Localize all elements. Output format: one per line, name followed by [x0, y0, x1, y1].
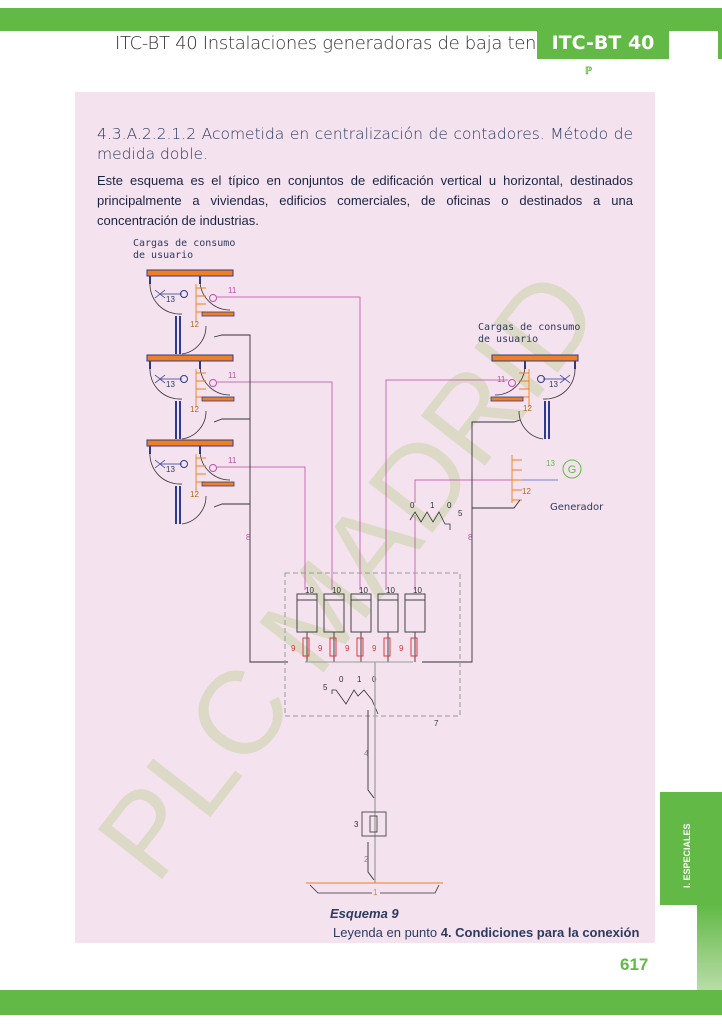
fuse [329, 637, 337, 657]
legend-prefix: Leyenda en punto [333, 925, 441, 940]
header-title: ITC-BT 40 Instalaciones generadoras de b… [115, 33, 572, 54]
side-tab-label: I. ESPECIALES [682, 823, 692, 888]
label-11: 11 [228, 286, 237, 295]
top-bar [0, 8, 722, 31]
section-side-tab: I. ESPECIALES [660, 792, 722, 905]
label-12: 12 [523, 404, 532, 413]
loads-right-label: Cargas de consumo [478, 322, 580, 333]
label-8-right: 8 [468, 533, 473, 542]
label-9: 9 [345, 644, 350, 653]
load-group-1 [146, 269, 235, 355]
meters: 10 9 10 9 10 9 10 9 10 9 [291, 586, 426, 662]
label-9: 9 [291, 644, 296, 653]
label-2: 2 [364, 855, 369, 864]
label-10: 10 [386, 586, 395, 595]
switch-label-0: 0 [410, 501, 415, 510]
generator-icon [562, 459, 582, 479]
legend-link: 4. Condiciones para la conexión [440, 925, 640, 940]
switch-label-0: 0 [447, 501, 452, 510]
label-11: 11 [228, 371, 237, 380]
logo: ℙ [585, 66, 593, 77]
label-12: 12 [190, 320, 199, 329]
label-11: 11 [228, 456, 237, 465]
label-10: 10 [332, 586, 341, 595]
label-13: 13 [549, 380, 558, 389]
chapter-tab: ITC-BT 40 [537, 30, 669, 59]
content-panel [75, 92, 655, 943]
generator-label: Generador [550, 502, 604, 513]
section-paragraph: Este esquema es el típico en conjuntos d… [97, 173, 633, 228]
label-13: 13 [166, 295, 175, 304]
switch-label-1: 1 [357, 675, 362, 684]
label-13: 13 [166, 380, 175, 389]
figure-legend: Leyenda en punto 4. Condiciones para la … [333, 925, 639, 940]
watermark: PLC MADRID [72, 248, 624, 903]
fuse [302, 637, 310, 657]
loads-left-label-2: de usuario [133, 250, 193, 261]
label-7: 7 [434, 719, 439, 728]
label-9: 9 [399, 644, 404, 653]
generator-symbol: G [568, 464, 577, 476]
side-gradient [697, 905, 722, 990]
label-12: 12 [190, 405, 199, 414]
label-13: 13 [166, 465, 175, 474]
label-9: 9 [372, 644, 377, 653]
cgp-box [361, 811, 387, 837]
label-12: 12 [190, 490, 199, 499]
label-1: 1 [373, 888, 378, 897]
load-group-3 [146, 439, 235, 525]
switch-label-0: 0 [339, 675, 344, 684]
loads-left-label: Cargas de consumo [133, 238, 235, 249]
loads-right-label-2: de usuario [478, 334, 538, 345]
section-heading: 4.3.A.2.2.1.2 Acometida en centralizació… [97, 125, 633, 163]
label-10: 10 [359, 586, 368, 595]
right-strip [718, 30, 722, 59]
label-12-gen: 12 [522, 487, 531, 496]
fuse [356, 637, 364, 657]
fuse [410, 637, 418, 657]
label-9: 9 [318, 644, 323, 653]
label-13-gen: 13 [546, 459, 555, 468]
bottom-bar [0, 990, 722, 1015]
label-10: 10 [413, 586, 422, 595]
label-10: 10 [305, 586, 314, 595]
fuse [383, 637, 391, 657]
label-3: 3 [354, 820, 359, 829]
label-4: 4 [364, 749, 369, 758]
label-5-main: 5 [323, 683, 328, 692]
switch-label-1: 1 [430, 501, 435, 510]
figure-caption: Esquema 9 [330, 906, 399, 921]
meter-centralization-box [284, 572, 461, 717]
page-number: 617 [620, 955, 649, 974]
load-group-2 [146, 354, 235, 440]
label-8-left: 8 [246, 533, 251, 542]
label-5: 5 [458, 509, 463, 518]
